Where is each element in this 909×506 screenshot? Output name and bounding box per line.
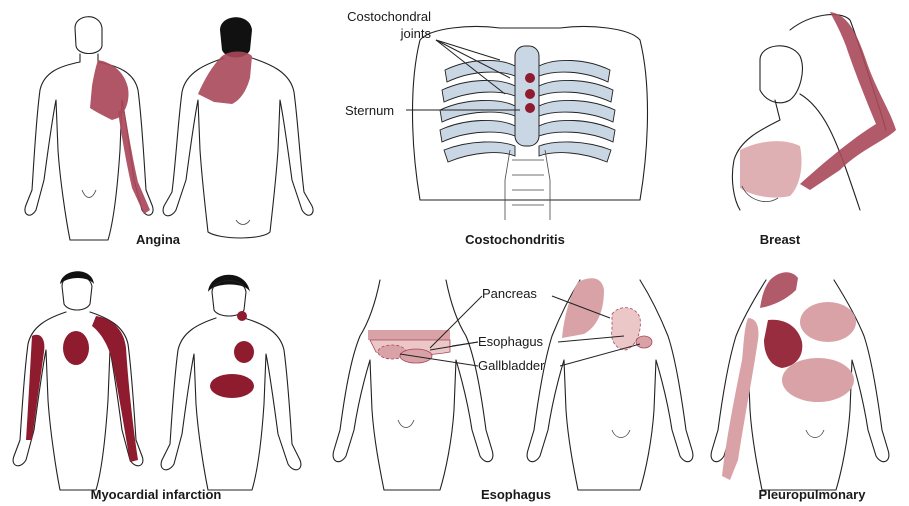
costochondritis-ribcage <box>406 27 648 221</box>
caption-costochondritis: Costochondritis <box>452 232 578 247</box>
mi-figure-2 <box>161 275 301 490</box>
esophagus-front-pain-band <box>368 330 450 340</box>
breast-figure <box>732 12 896 210</box>
angina-back-head-hair <box>220 17 252 57</box>
label-sternum: Sternum <box>345 103 394 118</box>
caption-myocardial-infarction: Myocardial infarction <box>66 487 246 502</box>
mi-figure-1 <box>13 271 143 490</box>
label-joints: joints <box>327 26 431 41</box>
costochondral-joint-dot <box>525 89 535 99</box>
caption-esophagus: Esophagus <box>466 487 566 502</box>
mi-fig2-pain-jaw <box>237 311 247 321</box>
label-esophagus: Esophagus <box>478 334 543 349</box>
gallbladder-back <box>636 336 652 348</box>
esophagus-back-figure <box>527 278 693 490</box>
angina-front-pain-arm <box>118 108 150 214</box>
pleuro-pain-arm <box>722 318 759 480</box>
breast-pain-arm <box>800 12 896 190</box>
caption-breast: Breast <box>745 232 815 247</box>
mi-fig2-pain-epigastric <box>210 374 254 398</box>
mi-fig1-pain-chest <box>63 331 89 365</box>
costochondral-joint-dot <box>525 73 535 83</box>
label-pancreas: Pancreas <box>482 286 537 301</box>
caption-angina: Angina <box>118 232 198 247</box>
angina-front-figure <box>25 17 153 240</box>
angina-back-pain-neck-shoulder <box>198 52 252 105</box>
leader-joints-3 <box>436 40 500 60</box>
mi-fig1-pain-right-arm <box>92 316 138 462</box>
angina-back-figure <box>163 17 313 238</box>
label-costochondral: Costochondral <box>327 9 431 24</box>
pleuro-pain-shoulder-neck <box>760 272 798 308</box>
pleuropulmonary-figure <box>711 272 889 490</box>
costochondral-joint-dot <box>525 103 535 113</box>
caption-pleuropulmonary: Pleuropulmonary <box>742 487 882 502</box>
mi-fig2-pain-chest <box>234 341 254 363</box>
pleuro-pain-lower-chest <box>782 358 854 402</box>
pleuro-pain-dark-side <box>764 320 802 368</box>
label-gallbladder: Gallbladder <box>478 358 545 373</box>
esophagus-front-figure <box>333 280 493 490</box>
pleuro-pain-upper-chest <box>800 302 856 342</box>
mi-fig1-head <box>62 275 92 310</box>
breast-pain-chest <box>740 141 802 198</box>
